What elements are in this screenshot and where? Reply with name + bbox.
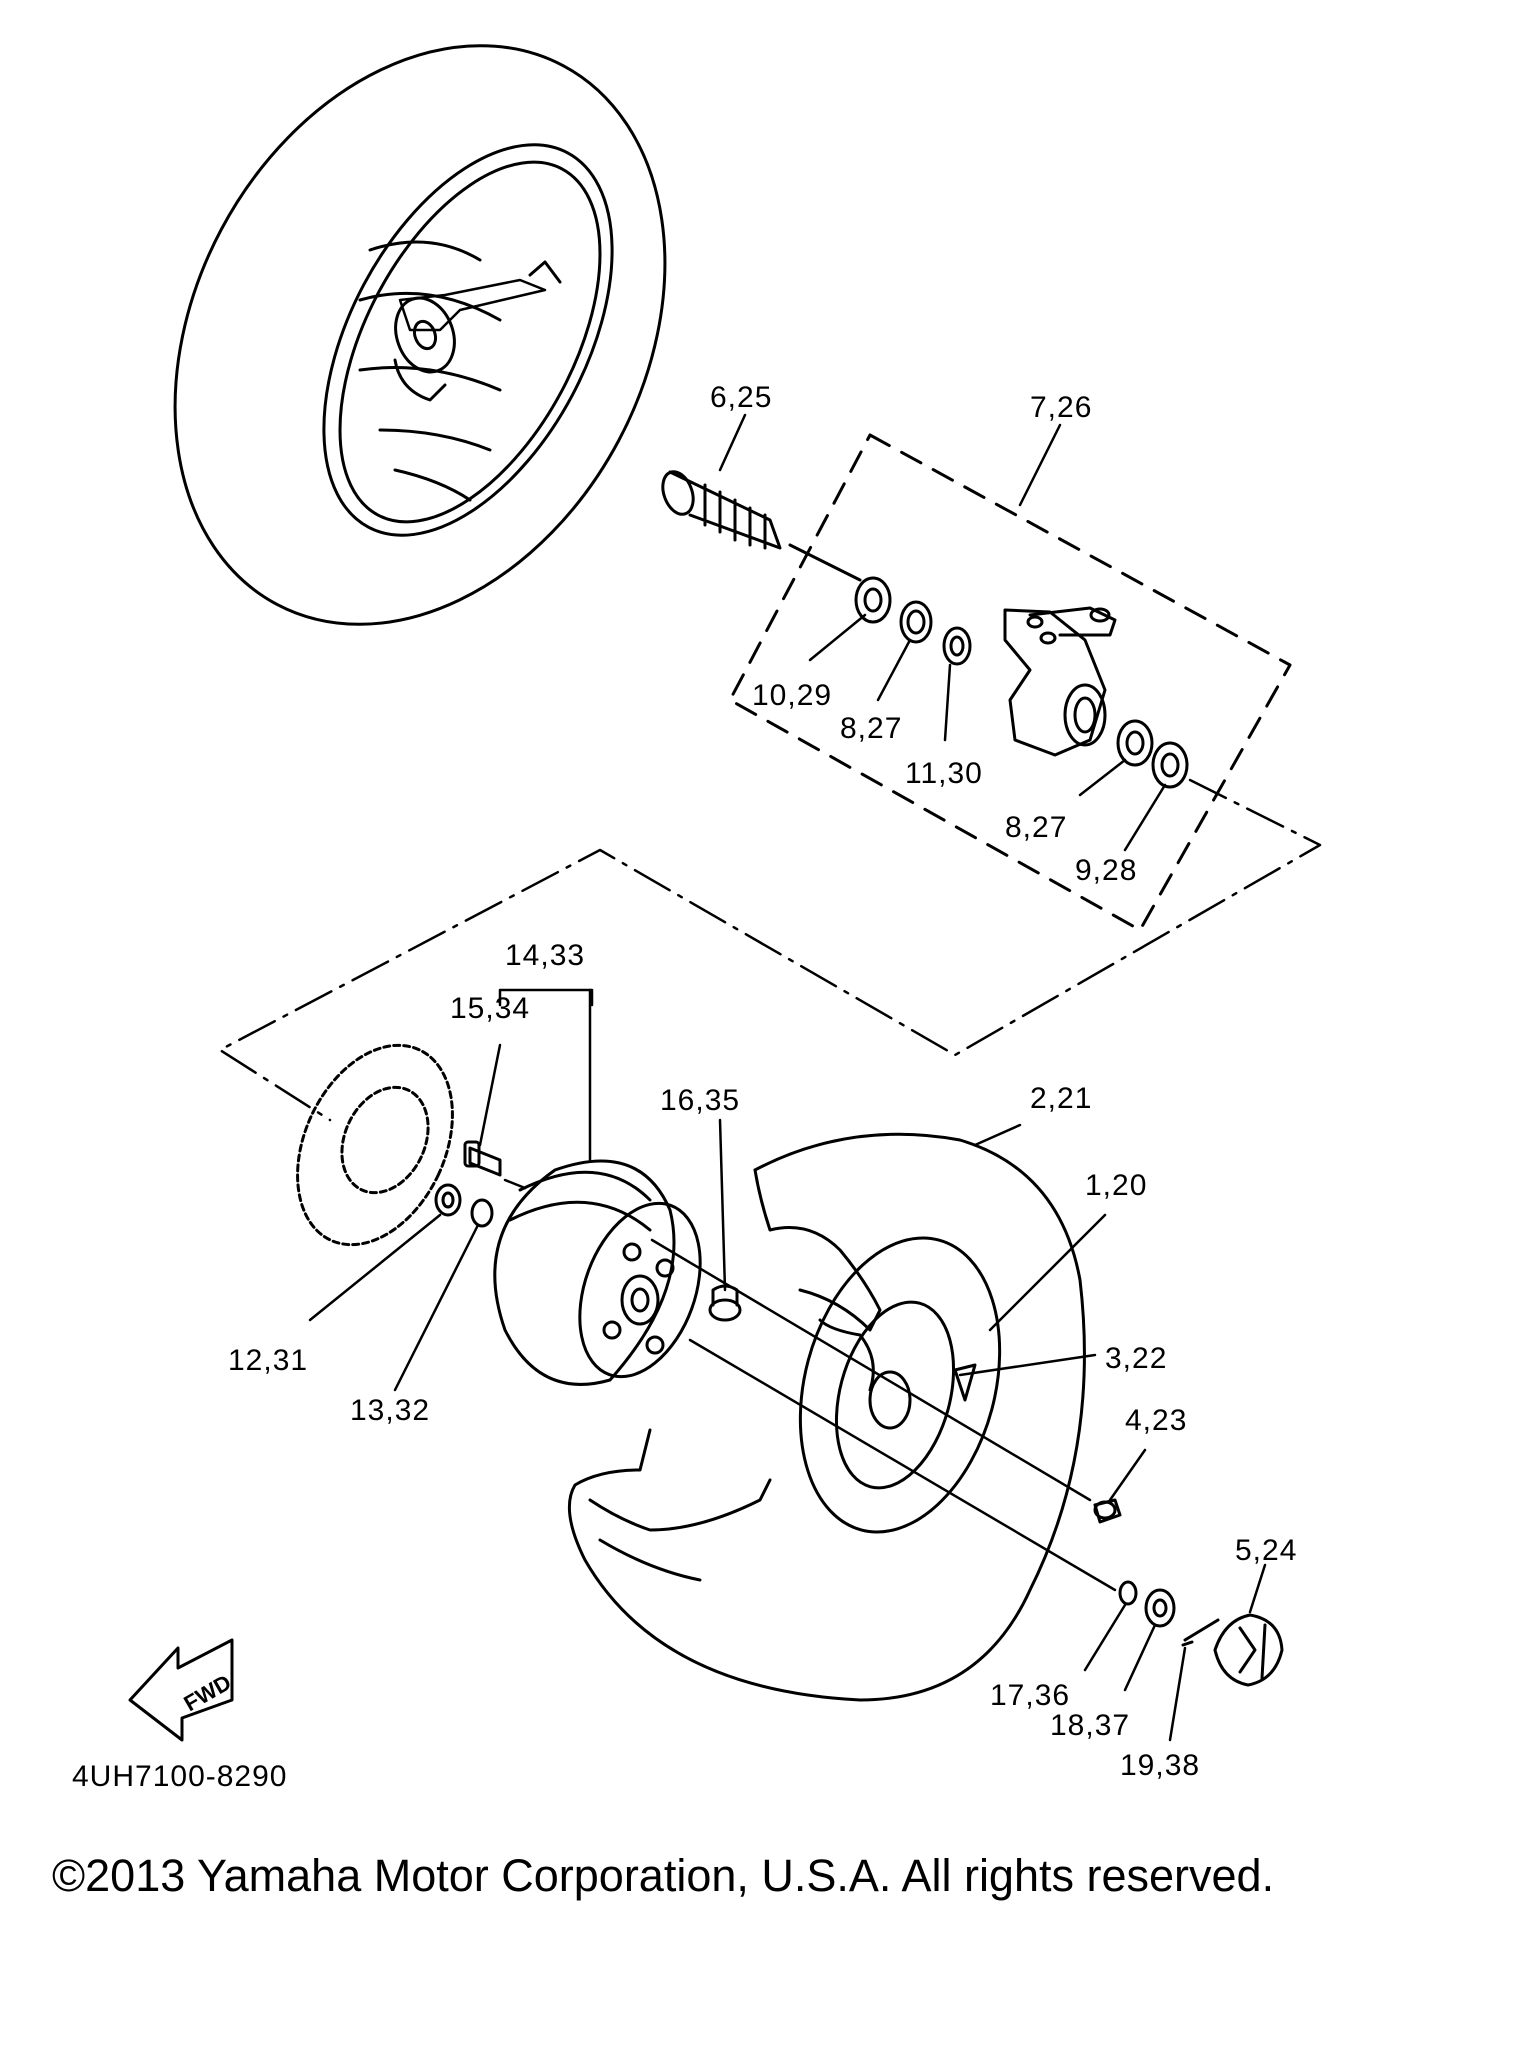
- knuckle-body: [1003, 606, 1117, 757]
- assembly-reference-lines: [218, 778, 1322, 1122]
- callout-4-23: 4,23: [1125, 1404, 1187, 1437]
- callout-16-35: 16,35: [660, 1084, 740, 1117]
- cotter-pin-19-38: [1181, 1618, 1220, 1647]
- callout-19-38: 19,38: [1120, 1749, 1200, 1782]
- callout-2-21: 2,21: [1030, 1082, 1092, 1115]
- callout-8-27-a: 8,27: [840, 712, 902, 745]
- callout-labels: 6,25 7,26 10,29 8,27 11,30 8,27 9,28 14,…: [228, 381, 1297, 1782]
- washer-17-36: [1118, 1580, 1138, 1606]
- callout-12-31: 12,31: [228, 1344, 308, 1377]
- brake-drum-14-33: [493, 1159, 702, 1386]
- drawing-number: 4UH7100-8290: [72, 1760, 288, 1793]
- callout-14-33: 14,33: [505, 939, 585, 972]
- spacer-11-30: [942, 626, 972, 666]
- callout-8-27-b: 8,27: [1005, 811, 1067, 844]
- axle-nut-18-37: [1144, 1588, 1176, 1628]
- brake-bolt-15-34: [463, 1140, 502, 1177]
- callout-3-22: 3,22: [1105, 1342, 1167, 1375]
- oil-seal-8-27-a: [899, 600, 933, 644]
- copyright-notice: ©2013 Yamaha Motor Corporation, U.S.A. A…: [52, 1850, 1275, 1901]
- assembly-axis-lines: [503, 1178, 1117, 1592]
- callout-9-28: 9,28: [1075, 854, 1137, 887]
- callout-17-36: 17,36: [990, 1679, 1070, 1712]
- fwd-arrow-icon: FWD: [128, 1638, 235, 1742]
- assembled-wheel-illustration: [173, 44, 667, 626]
- wheel-rim-1-20: [798, 1236, 1002, 1534]
- hub-cap-5-24: [1213, 1613, 1284, 1687]
- wheel-nut-4-23: [1093, 1498, 1122, 1524]
- callout-5-24: 5,24: [1235, 1534, 1297, 1567]
- callout-6-25: 6,25: [710, 381, 772, 414]
- washer-12-31: [434, 1183, 462, 1217]
- callout-15-34: 15,34: [450, 992, 530, 1025]
- o-ring-13-32: [470, 1198, 494, 1228]
- tire-2-21: [567, 1132, 1086, 1702]
- bearing-10-29: [854, 576, 892, 624]
- leader-lines: [308, 413, 1267, 1742]
- bearing-9-28: [1151, 741, 1189, 789]
- knuckle-subassembly-box: [728, 433, 1292, 932]
- callout-10-29: 10,29: [752, 679, 832, 712]
- front-axle-part: [661, 470, 862, 582]
- oil-seal-8-27-b: [1116, 719, 1154, 767]
- callout-11-30: 11,30: [905, 757, 983, 790]
- callout-13-32: 13,32: [350, 1394, 430, 1427]
- brake-plate: [296, 1043, 454, 1247]
- callout-18-37: 18,37: [1050, 1709, 1130, 1742]
- callout-7-26: 7,26: [1030, 391, 1092, 424]
- callout-1-20: 1,20: [1085, 1169, 1147, 1202]
